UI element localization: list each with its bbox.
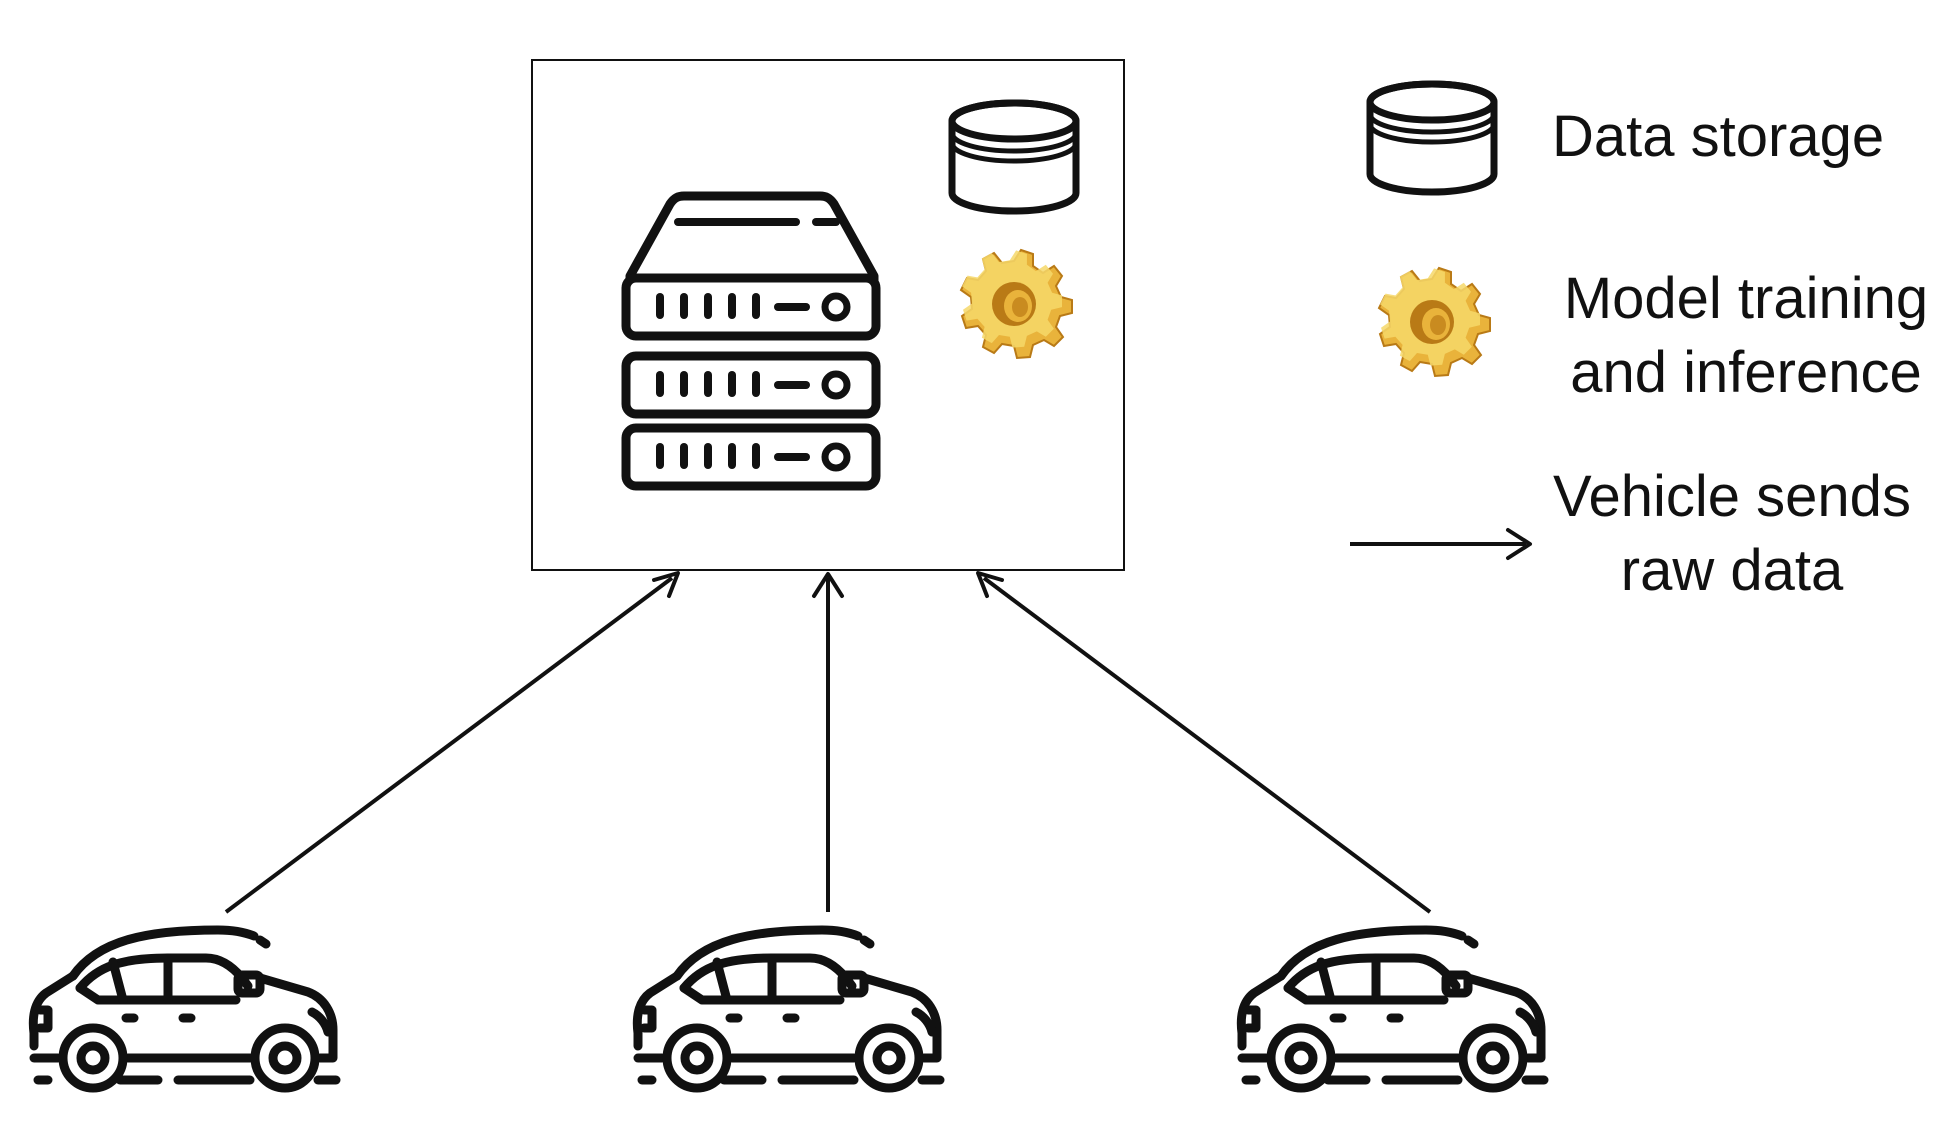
legend-database-icon	[1370, 84, 1494, 192]
arrowhead-right	[976, 571, 1004, 598]
legend-arrow-label-line1: Vehicle sends	[1553, 464, 1911, 529]
car-icon	[1241, 930, 1544, 1088]
legend-arrow-icon	[1350, 528, 1532, 560]
legend-model-label: Model training and inference	[1548, 262, 1944, 410]
arrow-right-vehicle	[982, 576, 1432, 914]
legend-model-label-line1: Model training	[1563, 266, 1929, 331]
legend-data-storage-label: Data storage	[1552, 104, 1885, 169]
arrowhead-left	[652, 571, 680, 598]
database-icon	[952, 103, 1076, 211]
arrow-left-vehicle	[224, 576, 674, 914]
legend-gear-icon	[1378, 267, 1491, 377]
arrowhead-center	[812, 572, 844, 598]
legend-arrow-label-line2: raw data	[1620, 538, 1844, 603]
car-icon	[33, 930, 336, 1088]
car-icon	[637, 930, 940, 1088]
legend-model-label-line2: and inference	[1570, 340, 1922, 405]
server-rack-icon	[626, 191, 876, 486]
legend-arrow-label: Vehicle sends raw data	[1534, 460, 1930, 608]
